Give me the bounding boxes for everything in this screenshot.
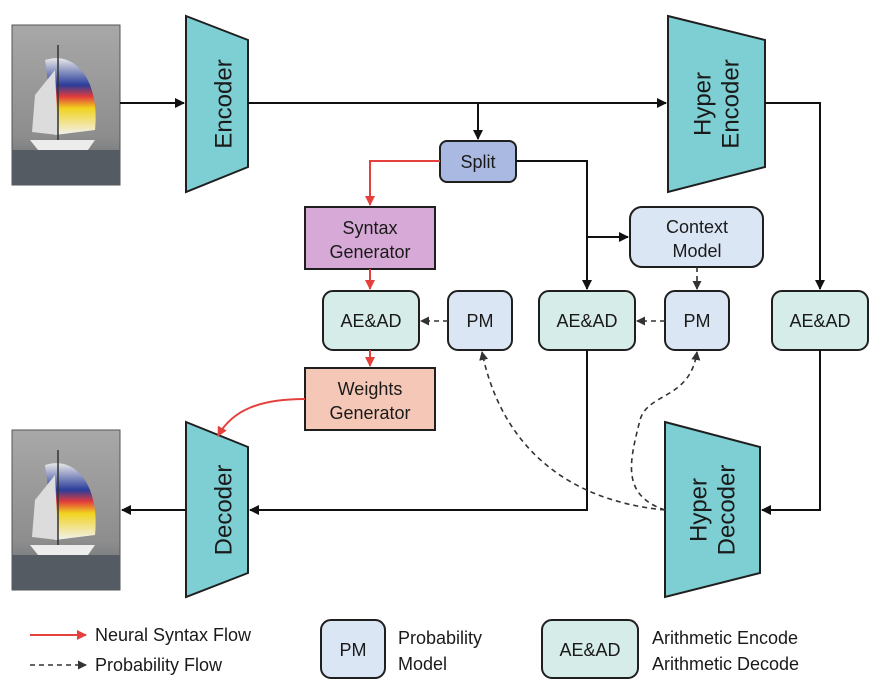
legend-pm-box <box>320 619 386 679</box>
aead-mid-block: AE&AD <box>538 290 636 351</box>
legend: Neural Syntax Flow Probability Flow PM P… <box>30 619 799 679</box>
syntax-generator-block: Syntax Generator <box>304 206 436 270</box>
context-model-label-1: Context <box>666 217 728 237</box>
legend-aead-desc-1: Arithmetic Encode <box>652 628 798 648</box>
decoder-block: Decoder <box>185 420 249 599</box>
hyper-decoder-block: Hyper Decoder <box>664 420 761 599</box>
encoder-block: Encoder <box>185 14 249 194</box>
legend-probability-flow: Probability Flow <box>95 655 223 675</box>
input-image <box>11 24 121 186</box>
pm-right-label: PM <box>684 311 711 331</box>
hyper-encoder-to-aead-arrow <box>765 102 825 290</box>
hyper-decoder-label-2: Decoder <box>713 465 740 556</box>
red-flow-arrows <box>217 160 440 437</box>
aead-left-block: AE&AD <box>322 290 420 351</box>
black-flow-arrows <box>120 98 825 515</box>
weights-generator-label-1: Weights <box>338 379 403 399</box>
aead-left-label: AE&AD <box>340 311 401 331</box>
syntax-generator-label-1: Syntax <box>342 218 397 238</box>
split-label: Split <box>460 152 495 172</box>
hyper-encoder-label-2: Encoder <box>717 59 744 148</box>
pm-left-block: PM <box>447 290 513 351</box>
split-to-aead-arrow <box>516 160 592 290</box>
decoder-label: Decoder <box>210 465 237 556</box>
hyper-encoder-label-1: Hyper <box>689 72 716 136</box>
legend-aead-label: AE&AD <box>559 640 620 660</box>
pm-left-label: PM <box>467 311 494 331</box>
legend-pm-desc-2: Model <box>398 654 447 674</box>
legend-pm-label: PM <box>340 640 367 660</box>
legend-aead-box <box>541 619 639 679</box>
legend-pm-desc-1: Probability <box>398 628 482 648</box>
aead-right-label: AE&AD <box>789 311 850 331</box>
aead-to-hyper-decoder-arrow <box>761 350 821 515</box>
output-image <box>11 429 121 591</box>
hyper-encoder-block: Hyper Encoder <box>667 14 766 194</box>
split-to-syntax-arrow <box>365 160 440 206</box>
hyper-decoder-to-pm-left-arrow <box>479 351 666 511</box>
encoder-label: Encoder <box>210 59 237 148</box>
split-block: Split <box>439 140 517 183</box>
pm-right-block: PM <box>664 290 730 351</box>
legend-aead-desc-2: Arithmetic Decode <box>652 654 799 674</box>
weights-to-decoder-arrow <box>217 398 306 437</box>
weights-generator-block: Weights Generator <box>304 367 436 431</box>
context-model-label-2: Model <box>672 241 721 261</box>
aead-to-decoder-arrow <box>249 350 588 515</box>
syntax-generator-label-2: Generator <box>329 242 410 262</box>
hyper-decoder-to-pm-right-arrow <box>630 351 701 511</box>
legend-neural-syntax-flow: Neural Syntax Flow <box>95 625 252 645</box>
aead-right-block: AE&AD <box>771 290 869 351</box>
hyper-decoder-label-1: Hyper <box>685 478 712 542</box>
context-model-block: Context Model <box>629 206 764 268</box>
probability-flow-arrows <box>420 267 702 511</box>
aead-mid-label: AE&AD <box>556 311 617 331</box>
weights-generator-label-2: Generator <box>329 403 410 423</box>
